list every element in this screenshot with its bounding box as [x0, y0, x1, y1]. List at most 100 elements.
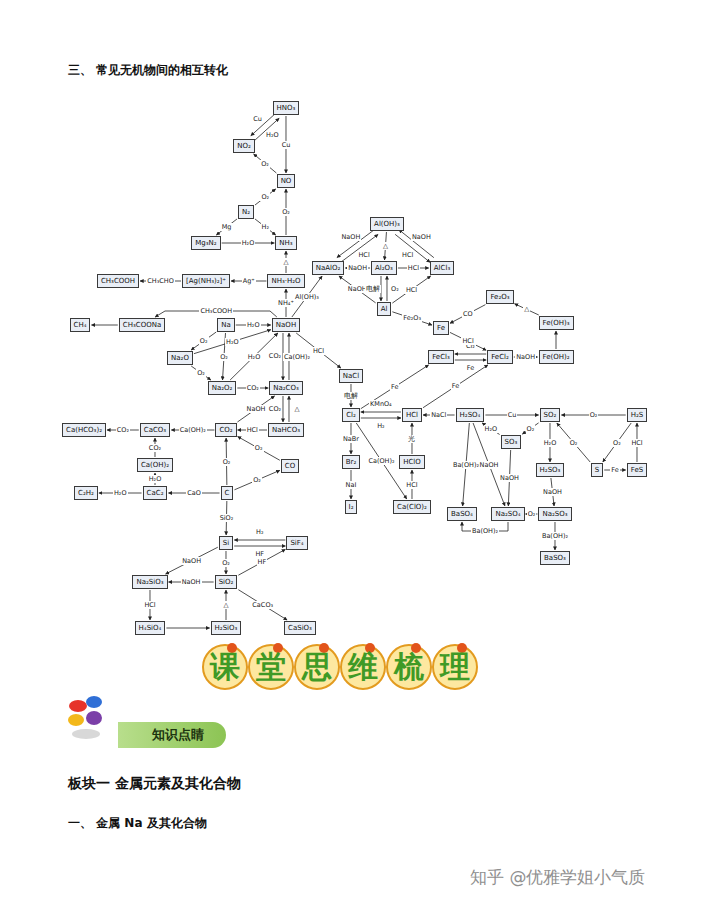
formula-text: C [225, 489, 230, 497]
reaction-arrow [361, 365, 429, 409]
formula-text: HCl [406, 411, 418, 419]
formula-text: Na₂SO₃ [542, 510, 567, 518]
formula-text: H₂S [631, 411, 644, 419]
reagent-label: H₂O [225, 338, 240, 346]
compound-box: S [591, 463, 603, 477]
reagent-label: O₂ [196, 369, 206, 377]
compound-box: CH₃COONa [119, 318, 165, 332]
reagent-label: O₂ [260, 160, 270, 168]
reagent-label: NaCl [430, 411, 447, 419]
formula-text: Na [221, 321, 231, 329]
formula-text: H₂SO₄ [460, 411, 481, 419]
formula-text: Na₂CO₃ [273, 384, 299, 392]
reaction-arrow [166, 628, 209, 629]
formula-text: [Ag(NH₃)₂]⁺ [186, 277, 226, 285]
reagent-label: CO [462, 310, 474, 318]
reaction-arrow [238, 549, 285, 575]
compound-box: Na₂O₂ [208, 381, 237, 395]
formula-text: Ca(OH)₂ [141, 461, 169, 469]
reaction-arrow [91, 325, 117, 326]
formula-text: H₄SiO₄ [139, 624, 162, 632]
formula-text: FeS [631, 466, 643, 474]
formula-text: FeCl₃ [432, 353, 450, 361]
compound-box: Na₂SO₃ [538, 507, 571, 521]
banner-title: 课堂思维梳理 [210, 648, 486, 686]
compound-box: Al [377, 302, 392, 316]
compound-box: NaCl [339, 369, 363, 383]
compound-box: CO [281, 459, 299, 473]
reagent-label: O₂ [199, 337, 209, 345]
reagent-label: Fe [466, 364, 475, 372]
reagent-label: Cu [507, 411, 518, 419]
reaction-arrow [515, 304, 539, 315]
formula-text: NO₂ [237, 142, 251, 150]
compound-box: Fe [433, 321, 449, 335]
reagent-label: O₂ [527, 510, 537, 518]
reagent-label: KMnO₄ [369, 400, 393, 408]
page-title: 三、 常见无机物间的相互转化 [68, 62, 228, 79]
reagent-label: CaCO₃ [251, 601, 274, 609]
compound-box: CaSiO₃ [284, 621, 316, 635]
formula-text: CO₂ [219, 426, 232, 434]
formula-text: Ca(ClO)₂ [397, 503, 427, 511]
compound-box: Na₂SiO₃ [132, 575, 167, 589]
compound-box: NaAlO₂ [312, 261, 345, 275]
compound-box: CH₄ [70, 318, 91, 332]
reagent-label: Cu [281, 141, 292, 149]
formula-text: N₂ [242, 208, 250, 216]
compound-box: N₂ [238, 205, 254, 219]
compound-box: H₄SiO₄ [135, 621, 166, 635]
reaction-arrow [296, 333, 341, 368]
formula-text: Al [381, 305, 388, 313]
formula-text: CO [285, 462, 295, 470]
formula-text: Al(OH)₃ [374, 220, 400, 228]
formula-text: Na₂SO₄ [495, 510, 520, 518]
reaction-arrow [455, 354, 486, 355]
formula-text: CaCO₃ [144, 426, 166, 434]
compound-box: NaHCO₃ [268, 423, 304, 437]
reagent-label: O₂ [612, 439, 622, 447]
reaction-arrow [386, 276, 387, 301]
reagent-label: 电解 [365, 285, 381, 293]
compound-box: Al(OH)₃ [370, 217, 404, 231]
reagent-label: H₂O [484, 425, 499, 433]
formula-text: SiF₄ [290, 539, 303, 547]
compound-box: FeCl₂ [487, 350, 513, 364]
reagent-label: Mg [221, 223, 233, 231]
compound-box: Na [217, 318, 235, 332]
formula-text: Br₂ [346, 458, 357, 466]
reaction-arrow [450, 332, 486, 350]
reaction-arrow [288, 396, 289, 422]
compound-box: H₂S [627, 408, 648, 422]
reagent-label: HCl [405, 286, 418, 294]
reagent-label: NaOH [515, 353, 536, 361]
compound-box: NO [277, 174, 296, 188]
reaction-arrow [234, 546, 285, 547]
reagent-label: H₂O [148, 475, 163, 483]
reagent-label: Ag⁺ [242, 277, 256, 285]
formula-text: Cl₂ [346, 411, 356, 419]
reagent-label: O₂ [526, 425, 536, 433]
reagent-label: O₂ [390, 285, 400, 293]
reagent-label: HCl [401, 251, 414, 259]
formula-text: Fe [437, 324, 445, 332]
reaction-arrow [603, 423, 631, 462]
reagent-label: HCl [357, 251, 370, 259]
compound-box: Na₂O [167, 351, 193, 365]
compound-box: Si [219, 536, 233, 550]
formula-text: NH₃·H₂O [271, 277, 300, 285]
reagent-label: NaOH [181, 557, 202, 565]
reagent-label: H₂ [261, 223, 271, 231]
reagent-label: O₂ [252, 476, 262, 484]
compound-box: AlCl₃ [430, 261, 454, 275]
reagent-label: Ca(OH)₂ [367, 457, 395, 465]
reagent-label: NaOH [347, 264, 368, 272]
formula-text: H₂SO₃ [540, 466, 561, 474]
reagent-label: H₂O [241, 239, 256, 247]
reagent-label: O₂ [589, 411, 599, 419]
reaction-arrow [282, 396, 283, 422]
section-heading: 板块一 金属元素及其化合物 [68, 774, 241, 792]
formula-text: HNO₃ [277, 104, 296, 112]
